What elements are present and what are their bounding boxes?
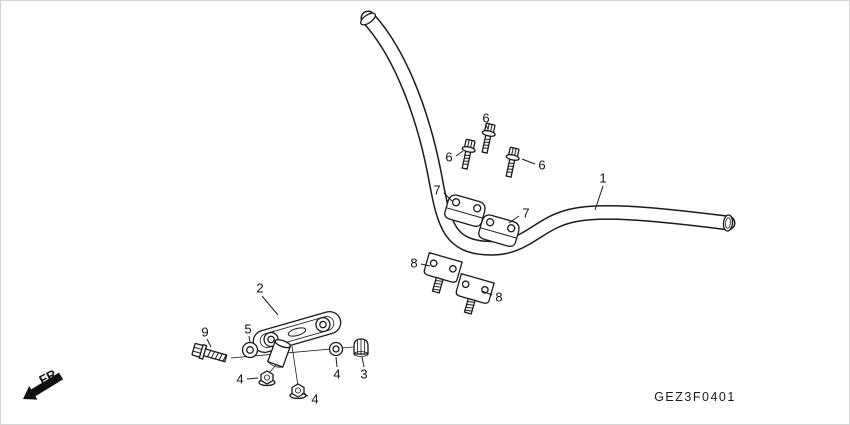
callout-part-7-11: 7 [522, 206, 529, 221]
leader-line-part-4-3 [246, 377, 259, 380]
handlebar-tube [360, 10, 736, 256]
flange-bolt-b [481, 122, 496, 154]
flange-nut-b [289, 383, 307, 400]
clamp-lower-a [423, 251, 463, 294]
flange-bolt-c [505, 146, 520, 178]
callout-part-8-13: 8 [495, 290, 502, 305]
leader-line-part-6-7 [485, 124, 489, 130]
leader-line-part-4-4 [301, 392, 309, 397]
clamp-lower-b [455, 272, 495, 315]
leader-line-part-3-2 [361, 356, 365, 368]
washer-4c [328, 341, 344, 357]
stem-riser [266, 339, 292, 368]
bolt-9 [191, 342, 228, 363]
callout-part-6-8: 6 [445, 150, 452, 165]
callout-part-7-10: 7 [433, 183, 440, 198]
leader-line-part-6-9 [521, 158, 536, 165]
leader-line-part-8-13 [481, 290, 493, 296]
fr-arrow: FR. [23, 365, 64, 400]
leader-line-part-8-12 [420, 263, 431, 267]
callout-part-4-4: 4 [311, 392, 318, 407]
leader-line-part-7-11 [508, 215, 520, 224]
callout-part-6-7: 6 [482, 111, 489, 126]
flange-nut-a [258, 370, 276, 387]
callout-part-3-2: 3 [360, 367, 367, 382]
diagram-code: GEZ3F0401 [654, 390, 736, 404]
callout-part-5-6: 5 [244, 322, 251, 337]
handlebar-left-end [360, 12, 376, 26]
callout-part-4-5: 4 [333, 367, 340, 382]
leader-line-part-1-0 [594, 185, 604, 211]
handlebar-right-end [722, 214, 734, 232]
leader-line-part-5-6 [248, 335, 251, 343]
cap-3 [353, 338, 369, 357]
leader-line-part-9-14 [206, 338, 212, 348]
clamp-upper-a [444, 194, 486, 227]
leader-line-part-2-1 [261, 295, 279, 316]
callout-part-4-3: 4 [236, 372, 243, 387]
leader-line-part-6-8 [455, 150, 464, 157]
flange-bolt-a [461, 138, 476, 170]
leader-line-part-4-5 [335, 356, 338, 368]
callout-part-9-14: 9 [201, 325, 208, 340]
callout-part-6-9: 6 [538, 158, 545, 173]
callout-part-8-12: 8 [410, 256, 417, 271]
callout-part-2-1: 2 [256, 281, 263, 296]
callout-part-1-0: 1 [599, 171, 606, 186]
leader-line-part-7-10 [443, 192, 453, 202]
washer-5 [241, 341, 259, 359]
